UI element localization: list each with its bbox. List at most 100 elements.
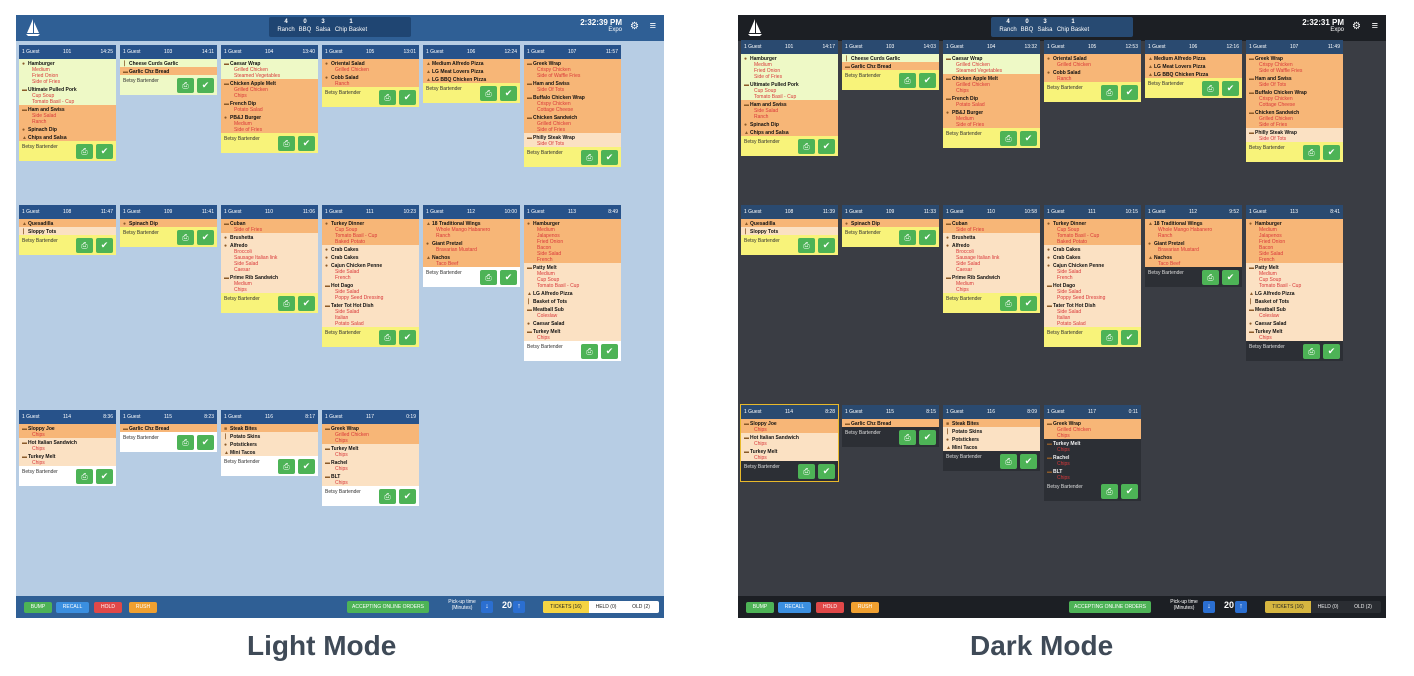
order-item[interactable]: ▲Chips and Salsa [741,128,838,136]
order-item[interactable]: ▲LG Meat Lovers Pizza [423,67,520,75]
order-item[interactable]: ▲Medium Alfredo Pizza [423,59,520,67]
print-button[interactable]: ⎙ [76,238,93,253]
bump-check-button[interactable]: ✔ [601,344,618,359]
order-item[interactable]: ●Brushetta [943,233,1040,241]
order-item[interactable]: ▲Quesadilla [741,219,838,227]
print-button[interactable]: ⎙ [1000,131,1017,146]
bump-check-button[interactable]: ✔ [197,78,214,93]
order-item[interactable]: ▲LG BBQ Chicken Pizza [1145,70,1242,78]
print-button[interactable]: ⎙ [899,230,916,245]
order-item[interactable]: ●Caesar Salad [1246,319,1343,327]
print-button[interactable]: ⎙ [480,86,497,101]
order-item[interactable]: ●Spinach Dip [842,219,939,227]
bump-check-button[interactable]: ✔ [601,150,618,165]
print-button[interactable]: ⎙ [1101,85,1118,100]
bump-check-button[interactable]: ✔ [197,435,214,450]
rush-button[interactable]: RUSH [851,602,879,613]
print-button[interactable]: ⎙ [1000,454,1017,469]
bump-check-button[interactable]: ✔ [919,73,936,88]
print-button[interactable]: ⎙ [177,435,194,450]
bump-check-button[interactable]: ✔ [1121,484,1138,499]
order-item[interactable]: ●Potstickers [221,440,318,448]
print-button[interactable]: ⎙ [177,78,194,93]
order-item[interactable]: ┃Potato Skins [943,427,1040,435]
print-button[interactable]: ⎙ [379,90,396,105]
bump-check-button[interactable]: ✔ [500,270,517,285]
order-item[interactable]: ■Steak Bites [221,424,318,432]
order-item[interactable]: ┃Basket of Tots [524,297,621,305]
order-item[interactable]: ▲LG Meat Lovers Pizza [1145,62,1242,70]
bump-check-button[interactable]: ✔ [399,489,416,504]
print-button[interactable]: ⎙ [581,150,598,165]
bump-check-button[interactable]: ✔ [1020,131,1037,146]
accepting-online-orders-button[interactable]: ACCEPTING ONLINE ORDERS [1069,601,1151,613]
print-button[interactable]: ⎙ [798,139,815,154]
print-button[interactable]: ⎙ [278,459,295,474]
bump-check-button[interactable]: ✔ [96,469,113,484]
order-item[interactable]: ●Crab Cakes [1044,253,1141,261]
menu-icon[interactable]: ≡ [649,20,656,32]
order-item[interactable]: ▲Mini Tacos [943,443,1040,451]
tab-held[interactable]: HELD (0) [595,604,617,610]
order-item[interactable]: ▲LG BBQ Chicken Pizza [423,75,520,83]
bump-check-button[interactable]: ✔ [96,144,113,159]
rush-button[interactable]: RUSH [129,602,157,613]
bump-button[interactable]: BUMP [746,602,774,613]
order-item[interactable]: ●Crab Cakes [322,253,419,261]
order-item[interactable]: ▬Garlic Chz Bread [120,424,217,432]
order-item[interactable]: ▲LG Alfredo Pizza [1246,289,1343,297]
print-button[interactable]: ⎙ [899,430,916,445]
bump-check-button[interactable]: ✔ [298,296,315,311]
print-button[interactable]: ⎙ [798,464,815,479]
hold-button[interactable]: HOLD [816,602,844,613]
print-button[interactable]: ⎙ [1303,145,1320,160]
tab-held[interactable]: HELD (0) [1317,604,1339,610]
